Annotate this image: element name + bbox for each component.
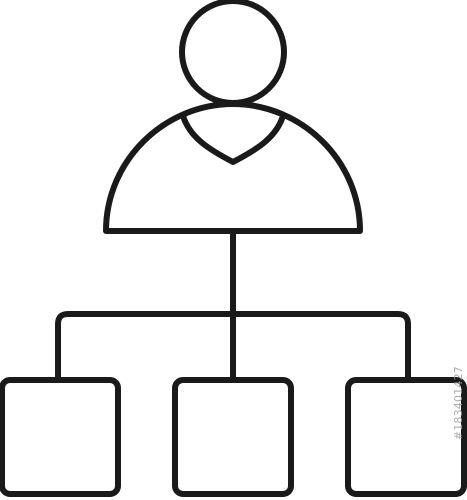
bus-connector-line	[55, 311, 411, 383]
child-box-center	[172, 377, 294, 497]
person-body-icon	[103, 101, 363, 234]
watermark-id-text: #183401427	[452, 365, 465, 440]
child-box-right	[345, 377, 467, 497]
child-box-left	[0, 377, 121, 497]
person-collar-icon	[180, 113, 286, 165]
person-head-icon	[179, 0, 287, 106]
